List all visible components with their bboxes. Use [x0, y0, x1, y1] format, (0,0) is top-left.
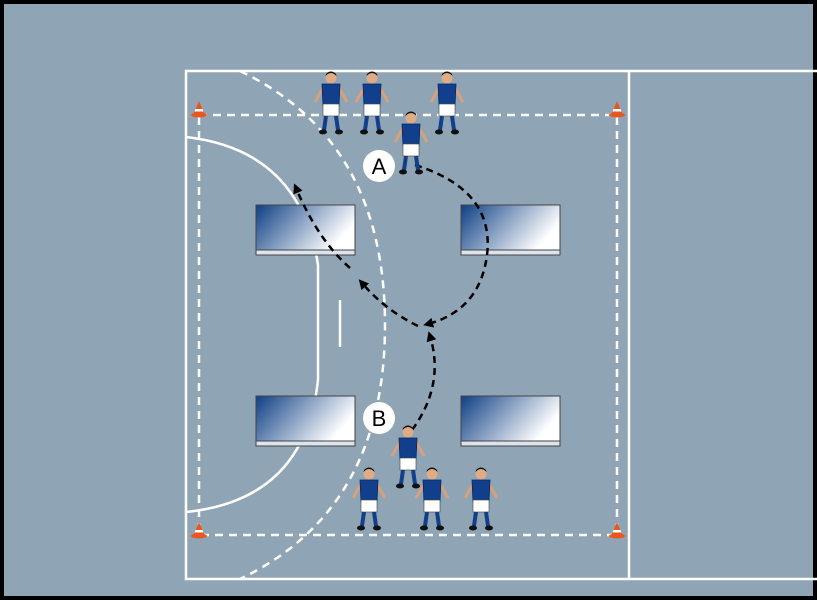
- court-background: [4, 4, 813, 596]
- mat: [255, 204, 356, 256]
- arrow-path-a: [414, 163, 489, 328]
- label-a-marker: A: [363, 150, 395, 182]
- mat: [460, 395, 561, 447]
- label-a: A: [372, 154, 387, 179]
- arrow-path-a3: [293, 183, 351, 269]
- mats: [255, 204, 561, 447]
- arrow-path-a2: [358, 279, 419, 328]
- label-b: B: [372, 406, 387, 431]
- label-b-marker: B: [363, 402, 395, 434]
- court-lines: [184, 69, 817, 581]
- goal-area-line: [185, 135, 320, 514]
- free-throw-line: [239, 69, 387, 581]
- movement-arrows: [293, 163, 489, 431]
- mat: [255, 395, 356, 447]
- mat: [460, 204, 561, 256]
- arrow-path-b: [410, 331, 437, 431]
